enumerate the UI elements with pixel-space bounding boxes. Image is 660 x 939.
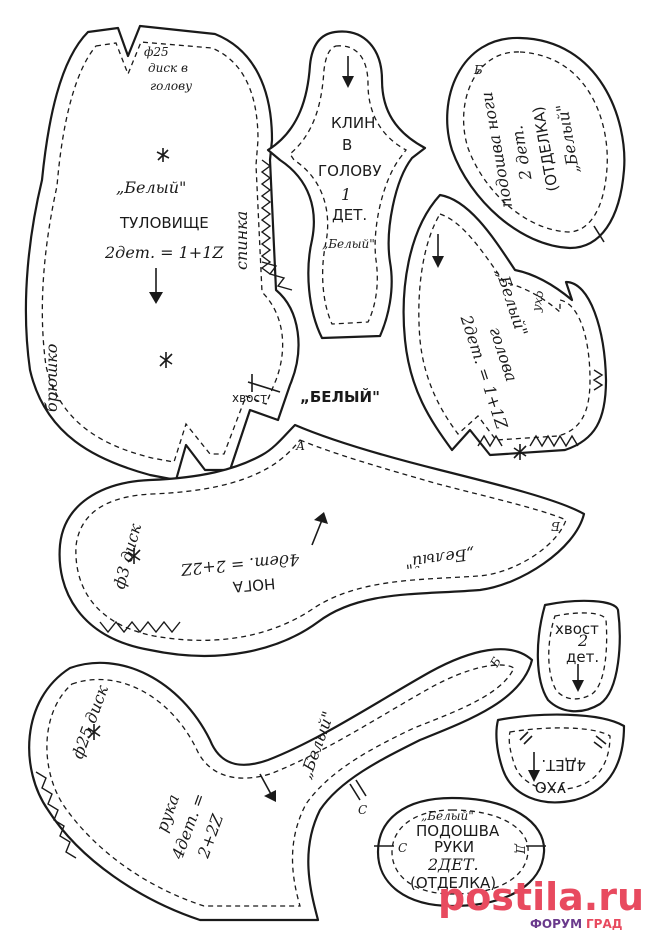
- head-outline: [402, 193, 608, 457]
- tail-arrow-head: [572, 680, 584, 692]
- body-outline: [24, 24, 300, 482]
- leg-sole-mark: Б: [473, 63, 483, 77]
- leg-sole-notch: [593, 225, 605, 243]
- gusset-count-2: ДЕТ.: [332, 206, 367, 224]
- arm-sole-title-2: РУКИ: [434, 838, 474, 856]
- arm-disk-mark: [87, 724, 101, 740]
- watermark-logo: postila.ru ФОРУМ ГРАД: [438, 875, 644, 931]
- ear-arrow-head: [528, 770, 540, 782]
- body-grain-arrow-head: [149, 292, 163, 304]
- arm-arrow-line: [259, 773, 273, 797]
- piece-arm-sole: С Д „Белый" ПОДОШВА РУКИ 2ДЕТ. (ОТДЕЛКА): [374, 796, 546, 908]
- ear-title: УХО: [535, 778, 566, 796]
- arm-mark-c: С: [358, 803, 367, 817]
- head-arrow-head: [432, 256, 444, 268]
- body-count: 2дет. = 1+1Z: [104, 243, 224, 262]
- tail-count-1: 2: [577, 631, 588, 650]
- gusset-title-3: ГОЛОВУ: [318, 162, 381, 180]
- body-back-zigzag: [260, 159, 293, 291]
- body-disk-note-2: диск в: [148, 61, 188, 75]
- leg-sole-seam: [462, 51, 608, 233]
- leg-sole-outline: [446, 36, 626, 250]
- gusset-outline: [266, 30, 427, 340]
- ear-notch-left: [519, 731, 533, 745]
- tail-count-2: дет.: [566, 648, 599, 666]
- body-title: ТУЛОВИЩЕ: [119, 214, 209, 232]
- piece-tail: хвост 2 дет.: [536, 599, 621, 713]
- arm-sole-outline: [376, 796, 546, 908]
- arm-zigzag: [35, 771, 77, 859]
- watermark-brand: postila.ru: [438, 875, 644, 919]
- body-seam: [41, 41, 284, 463]
- ear-outline: [495, 713, 626, 804]
- watermark-sub-prefix: ФОРУМ: [530, 917, 582, 931]
- arm-arrow-head: [264, 790, 276, 802]
- arm-sole-mark-d: Д: [513, 843, 527, 854]
- gusset-title-2: В: [342, 136, 352, 154]
- gusset-title-1: КЛИН: [331, 114, 375, 132]
- piece-arm: Б С ф25 диск „Белый" рука 4дет. = 2+2Z: [28, 648, 534, 922]
- leg-disk-mark: [127, 548, 141, 564]
- body-eye-mark: [156, 148, 170, 162]
- leg-mark-a: А: [295, 439, 305, 453]
- body-tail-label: хвост: [232, 391, 267, 405]
- piece-ear: УХО 4ДЕТ.: [495, 713, 626, 804]
- piece-head-gusset: КЛИН В ГОЛОВУ 1 ДЕТ. „Белый": [266, 30, 427, 340]
- leg-outline: [58, 423, 586, 658]
- head-ear-label: ухо: [529, 289, 547, 313]
- center-name-label: „БЕЛЫЙ": [300, 387, 380, 406]
- piece-leg: А Б ф3 диск НОГА 4дет. = 2+2Z „Белый": [58, 423, 586, 658]
- arm-sole-mark-c: С: [398, 841, 407, 855]
- body-tail-notch: [247, 374, 281, 393]
- gusset-name: „Белый": [322, 237, 375, 251]
- ear-notch-right: [593, 735, 607, 749]
- tail-seam: [548, 612, 608, 700]
- body-back-label: спинка: [232, 211, 251, 270]
- piece-body: ф25 диск в голову „Белый" ТУЛОВИЩЕ 2дет.…: [24, 24, 300, 482]
- arm-outline: [28, 648, 534, 922]
- leg-title: НОГА: [231, 574, 276, 596]
- arm-notch: [349, 779, 367, 801]
- arm-sole-title-1: ПОДОШВА: [416, 822, 500, 840]
- gusset-arrow-head: [342, 76, 354, 88]
- head-eye-mark: [513, 444, 527, 460]
- gusset-count-1: 1: [341, 185, 351, 204]
- tail-title: хвост: [555, 620, 599, 638]
- body-belly-label: брюшко: [42, 344, 61, 412]
- body-name: „Белый": [116, 178, 186, 197]
- arm-sole-seam: [391, 809, 529, 895]
- arm-sole-count: 2ДЕТ.: [427, 855, 479, 874]
- arm-sole-trim: (ОТДЕЛКА): [410, 874, 496, 892]
- leg-zigzag: [99, 620, 181, 634]
- head-zigzag: [477, 369, 604, 448]
- body-disk-note-3: голову: [150, 79, 192, 93]
- gusset-seam: [289, 45, 407, 325]
- ear-seam: [508, 727, 611, 791]
- leg-seam: [75, 439, 567, 641]
- body-disk-note-1: ф25: [144, 45, 169, 59]
- leg-mark-b: Б: [551, 519, 561, 533]
- piece-leg-sole: Б подошва ноги 2 дет. (ОТДЕЛКА) „Белый": [446, 36, 626, 250]
- watermark-sub-suffix: ГРАД: [586, 917, 622, 931]
- piece-head: „Белый" голова 2дет. = 1+1Z ухо: [402, 193, 608, 460]
- leg-arrow-line: [311, 519, 323, 546]
- leg-arrow-head: [314, 512, 328, 524]
- ear-count: 4ДЕТ.: [541, 756, 586, 774]
- head-seam: [418, 213, 591, 441]
- arm-sole-name: „Белый": [421, 809, 474, 823]
- body-disk-mark: [159, 352, 173, 368]
